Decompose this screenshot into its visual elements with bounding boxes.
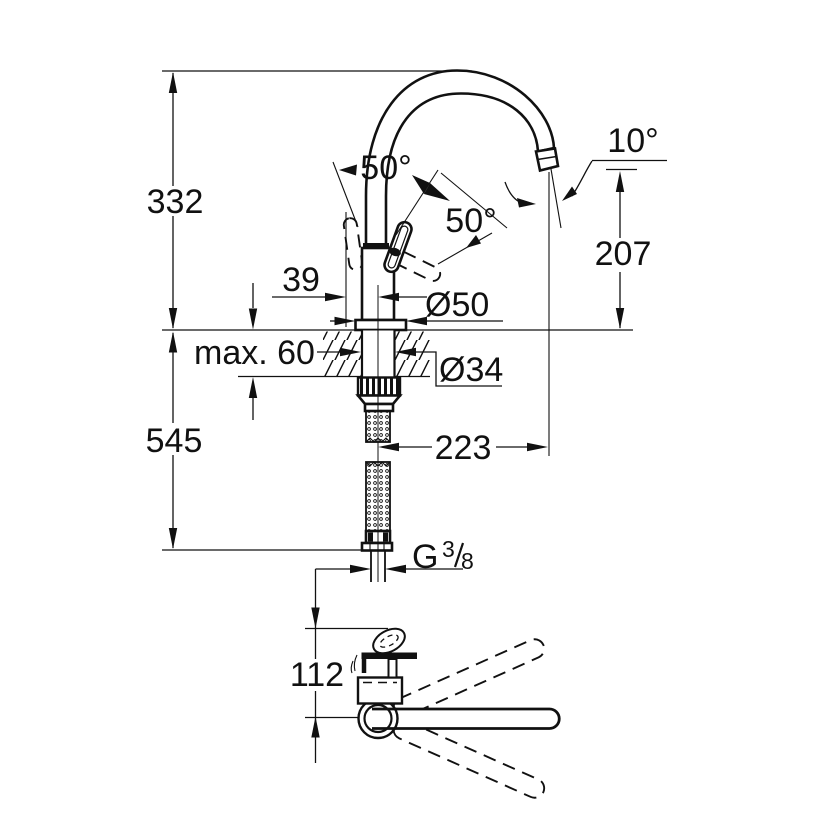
arrowhead-down — [248, 308, 258, 330]
dim-label-39: 39 — [282, 261, 320, 299]
angle-arrow-low — [466, 235, 481, 248]
body-inner-circle — [363, 703, 393, 734]
angle-arrow-mid-b — [424, 183, 450, 201]
spout-swivel-lower-dashed — [392, 719, 546, 799]
handle-position-side-dashed — [392, 250, 442, 282]
arrowhead-left — [395, 347, 416, 357]
arrowhead-left — [385, 564, 406, 574]
arrowhead-right — [334, 316, 356, 326]
leader-swoosh-right — [571, 160, 593, 197]
dim-39: 39 — [272, 212, 427, 327]
dim-d34: Ø34 — [317, 347, 503, 389]
thread-label-numerator: 3 — [442, 536, 455, 562]
arrowhead-down — [168, 528, 178, 549]
arrowhead-up — [168, 72, 178, 93]
arrowhead-right — [350, 564, 371, 574]
dim-332: 332 — [147, 70, 472, 329]
lever-side-scribble — [350, 654, 358, 674]
mounting-collar — [363, 402, 395, 413]
base-escutcheon — [354, 318, 408, 332]
arrowhead-right — [340, 347, 361, 357]
arrowhead-left — [378, 442, 399, 452]
hose-end-nut — [360, 541, 394, 552]
faucet-top-view — [350, 627, 561, 799]
arrowhead-down — [311, 607, 320, 629]
dim-label-223: 223 — [435, 429, 492, 467]
outlet-angle-line — [550, 168, 562, 229]
crimp-mark-left — [368, 532, 373, 542]
handle-position-open-dashed — [342, 217, 364, 271]
arrowhead-right — [325, 292, 346, 302]
dim-label-50deg-1: 50° — [360, 149, 411, 187]
arrowhead-up — [248, 377, 258, 398]
arc-arrow-left — [517, 198, 536, 208]
dim-label-d34: Ø34 — [439, 351, 503, 389]
dim-g38: G 3 8 — [315, 536, 474, 576]
dim-label-207: 207 — [595, 235, 652, 273]
dim-label-332: 332 — [147, 183, 204, 221]
thread-fraction-slash — [453, 542, 465, 568]
arrowhead-up — [168, 331, 178, 353]
spout-base-band — [363, 243, 389, 249]
dim-112: 112 — [290, 569, 388, 763]
arrowhead-down — [168, 308, 178, 329]
dim-d50: Ø50 — [330, 286, 503, 326]
spout-swivel-upper-dashed — [392, 638, 546, 718]
crimp-mark-right — [383, 532, 388, 542]
lever-bar-plan — [361, 652, 417, 659]
handle-lever-solid — [383, 220, 413, 274]
handle-axis-side — [437, 232, 493, 265]
dim-207: 207 10° — [504, 122, 667, 456]
handle-axis-extension — [440, 172, 508, 229]
handle-base-joint — [389, 247, 401, 257]
leader-line — [415, 351, 502, 387]
handle-axis-solid — [395, 169, 439, 236]
thread-label-g: G — [412, 538, 438, 576]
dim-max-60: max. 60 — [194, 283, 315, 420]
mounting-nut-knurled — [356, 376, 402, 397]
spout-outlet-aerator — [534, 147, 560, 173]
arrowhead-up — [615, 171, 625, 192]
angle-arrow-mid-a — [412, 175, 430, 194]
aerator-band-line — [537, 155, 557, 161]
dim-label-max-60: max. 60 — [194, 334, 315, 372]
arrowhead-right — [527, 442, 548, 452]
arrowhead-down — [615, 308, 625, 329]
thread-label-denominator: 8 — [461, 548, 474, 574]
dim-545: 545 — [146, 331, 363, 551]
angle-arrow-left — [339, 164, 357, 176]
cartridge-housing-plan — [356, 676, 404, 705]
arrowhead-left — [406, 316, 427, 326]
spout-solid-plan — [372, 707, 561, 730]
dim-label-50deg-2: 50° — [445, 202, 496, 240]
arrowhead-up — [311, 716, 320, 738]
dim-label-d50: Ø50 — [425, 286, 489, 324]
dim-label-10deg: 10° — [607, 122, 658, 160]
arrowhead-left — [378, 292, 399, 302]
lever-knob-plan — [372, 627, 406, 655]
dim-223: 223 — [378, 429, 548, 467]
dim-label-545: 545 — [146, 422, 203, 460]
dim-label-112: 112 — [290, 656, 344, 694]
handle-axis-open — [332, 161, 359, 228]
arc-arrow-right — [562, 186, 577, 201]
angle-50-annotations: 50° 50° — [332, 149, 508, 265]
faucet-front-view — [342, 69, 560, 582]
lever-post-plan — [387, 658, 398, 679]
